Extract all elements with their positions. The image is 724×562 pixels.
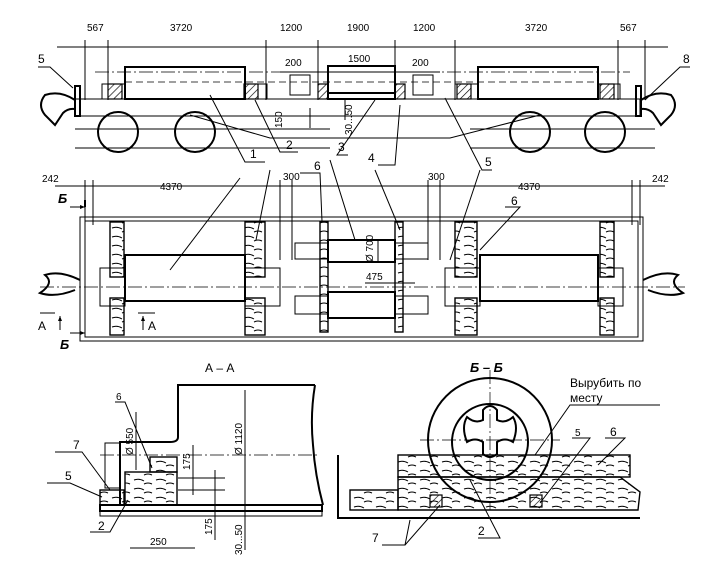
callout-8: 8 (683, 52, 690, 66)
dim-3720-left: 3720 (170, 23, 193, 34)
dim-567-left: 567 (87, 23, 104, 34)
side-view: 567 3720 1200 1900 1200 3720 567 200 150… (38, 23, 690, 171)
section-mark-a-right: А (148, 319, 156, 333)
dim-242-right: 242 (652, 174, 669, 185)
callout-2-aa: 2 (98, 519, 105, 533)
callout-4: 4 (368, 151, 375, 165)
callout-7-aa: 7 (73, 438, 80, 452)
dim-250: 250 (150, 537, 167, 548)
dim-30-50: 30...50 (344, 104, 355, 135)
callout-5-left: 5 (38, 52, 45, 66)
center-load-upper (327, 239, 396, 263)
drum-plan-right (479, 254, 599, 302)
coupler-plan-left (37, 272, 81, 296)
callout-6-plan: 6 (314, 159, 321, 173)
callout-7-bb: 7 (372, 531, 379, 545)
dim-1200-left: 1200 (280, 23, 303, 34)
center-load-lower (327, 291, 396, 319)
callout-5-aa: 5 (65, 469, 72, 483)
chocks (109, 221, 615, 336)
dim-567-right: 567 (620, 23, 637, 34)
note-cut-in-place-line2: месту (570, 391, 603, 405)
dim-300-left: 300 (283, 172, 300, 183)
coupler-right (640, 92, 676, 127)
section-mark-b-bottom: Б (60, 337, 69, 352)
dim-1500: 1500 (348, 54, 371, 65)
section-a-a-title: А – А (205, 361, 234, 375)
drum-section (119, 384, 324, 506)
plan-view: 242 4370 300 300 4370 242 Ø 700 475 (37, 159, 686, 352)
wheels (97, 111, 626, 153)
callout-6-plan-right: 6 (511, 194, 518, 208)
load-drum-left (124, 66, 246, 100)
callout-6-aa: 6 (116, 392, 122, 403)
log-chock-upper (397, 454, 631, 478)
dim-1900: 1900 (347, 23, 370, 34)
platform-outline (79, 216, 644, 342)
callout-6-bb: 6 (610, 425, 617, 439)
bogies (75, 128, 655, 149)
platform-deck (74, 98, 641, 117)
dim-4370-right: 4370 (518, 182, 541, 193)
dim-300-right: 300 (428, 172, 445, 183)
dim-200-left: 200 (285, 58, 302, 69)
section-b-b: Б – Б Вырубить по месту 5 6 7 2 (337, 360, 660, 546)
dim-1200-right: 1200 (413, 23, 436, 34)
dim-242-left: 242 (42, 174, 59, 185)
callout-2-bb: 2 (478, 524, 485, 538)
drum-plan-left (124, 254, 246, 302)
coupler-plan-right (642, 272, 686, 296)
callout-5-right: 5 (485, 155, 492, 169)
dim-200-right: 200 (412, 58, 429, 69)
dim-4370-left: 4370 (160, 182, 183, 193)
section-a-a: А – А Ø 1120 Ø 550 175 175 250 30...50 6… (47, 361, 324, 555)
load-drum-right (477, 66, 599, 100)
dim-175-lower: 175 (204, 518, 215, 535)
dim-175-upper: 175 (182, 453, 193, 470)
callout-2: 2 (286, 138, 293, 152)
section-mark-b-top: Б (58, 191, 67, 206)
section-b-b-title: Б – Б (470, 360, 503, 375)
diameter-700: Ø 700 (365, 234, 376, 262)
deck-line-bb (337, 455, 640, 519)
coupler-left (40, 92, 76, 127)
deck-section (99, 504, 323, 512)
dim-475: 475 (366, 272, 383, 283)
dim-30-50-aa: 30...50 (234, 524, 245, 555)
dim-150: 150 (274, 111, 285, 128)
callout-1: 1 (250, 147, 257, 161)
note-cut-in-place-line1: Вырубить по (570, 376, 641, 390)
callout-5-bb: 5 (575, 428, 581, 439)
load-center (327, 65, 396, 100)
shaft-profile (463, 405, 517, 458)
diameter-1120: Ø 1120 (234, 423, 245, 455)
section-mark-a-left: А (38, 319, 46, 333)
diameter-550: Ø 550 (125, 427, 136, 455)
callout-3: 3 (338, 140, 345, 154)
dim-3720-right: 3720 (525, 23, 548, 34)
